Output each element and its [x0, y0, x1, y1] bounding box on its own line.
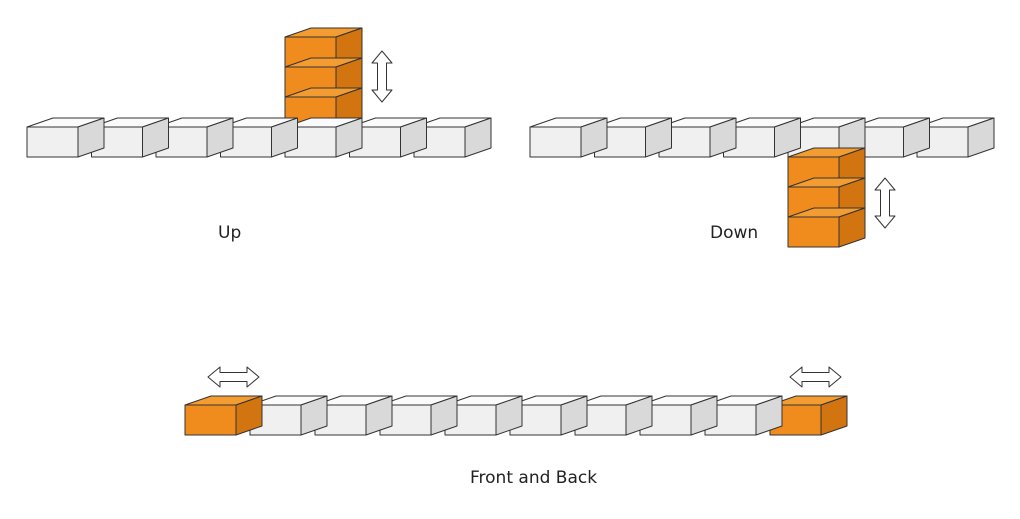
front-back-block-9-side: [755, 395, 783, 436]
front-back-block-4: [379, 395, 458, 436]
up-row-block-1: [26, 117, 105, 158]
down-row-block-1: [529, 117, 608, 158]
up-row-block-6-side: [400, 117, 427, 158]
down-row-block-7-side: [967, 117, 995, 158]
front-back-block-7-side: [625, 395, 653, 436]
caption-up: Up: [218, 223, 242, 243]
up-row-block-5-side: [335, 117, 363, 158]
down-row-block-2-side: [645, 117, 672, 158]
front-back-block-4-side: [430, 395, 458, 436]
down-stack-block-1: [787, 147, 866, 188]
front-back-block-1: [184, 395, 263, 436]
front-back-block-1-front: [184, 404, 237, 436]
up-row-block-1-side: [77, 117, 105, 158]
front-back-block-2: [249, 395, 328, 436]
caption-front-and-back: Front and Back: [470, 468, 598, 488]
front-back-block-10: [769, 395, 848, 436]
up-vertical-double-arrow: [371, 50, 393, 103]
up-row-block-3-side: [206, 117, 234, 158]
caption-down: Down: [710, 223, 759, 243]
front-back-block-6: [509, 395, 588, 436]
down-row-block-1-front: [529, 126, 582, 158]
down-stack-block-3-front: [787, 216, 840, 248]
front-back-block-5-side: [495, 395, 523, 436]
down-stack-block-3-side: [838, 207, 866, 248]
back-horizontal-double-arrow: [789, 366, 842, 388]
up-row-block-4-side: [271, 117, 298, 158]
down-row-block-2: [594, 117, 672, 158]
up-stack-block-3: [284, 27, 363, 68]
down-row-block-3-side: [709, 117, 737, 158]
front-back-block-10-side: [820, 395, 848, 436]
down-row-block-4-side: [774, 117, 801, 158]
front-horizontal-double-arrow: [207, 366, 260, 388]
up-row-block-7-side: [464, 117, 492, 158]
front-back-block-3-side: [365, 395, 393, 436]
down-row-block-6-side: [903, 117, 930, 158]
front-back-block-2-side: [300, 395, 328, 436]
front-back-block-3: [314, 395, 393, 436]
up-row-block-1-front: [26, 126, 79, 158]
down-stack-block-3: [787, 207, 866, 248]
up-row-block-2-side: [142, 117, 169, 158]
front-back-block-1-side: [235, 395, 263, 436]
down-vertical-double-arrow: [874, 177, 896, 229]
down-row-block-1-side: [580, 117, 608, 158]
front-back-block-8: [639, 395, 718, 436]
front-back-block-6-side: [560, 395, 588, 436]
front-back-block-8-side: [690, 395, 718, 436]
